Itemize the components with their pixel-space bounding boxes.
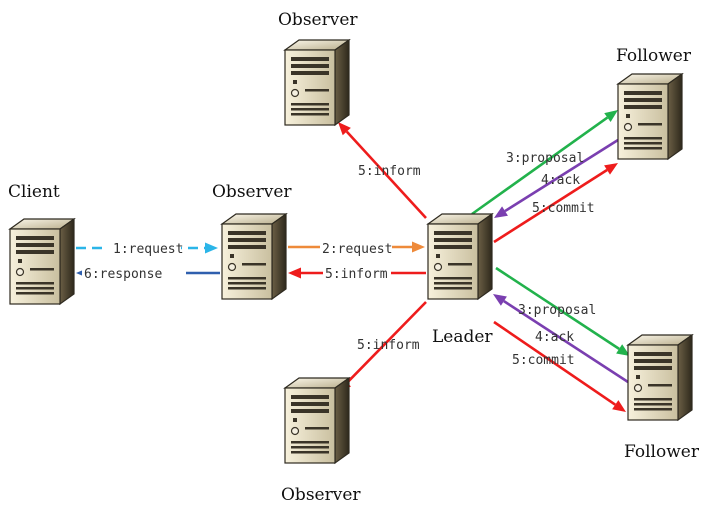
leader-server-icon [427,213,493,300]
follower-top-server-icon [617,73,683,160]
ack-bottom-arrow [493,294,629,384]
leader-label: Leader [432,327,493,347]
commit-top-arrow [493,163,618,244]
inform-bottom-label: 5:inform [357,338,420,353]
edges [76,110,630,412]
inform-top-arrow [338,122,427,219]
proposal-bottom-arrow [495,266,630,356]
observer-top-server-icon [284,39,350,126]
ack-top-label: 4:ack [541,173,580,188]
observer-middle-server-icon [221,213,287,300]
observer-top-label: Observer [278,10,358,30]
response-label: 6:response [84,267,162,282]
commit-bottom-label: 5:commit [512,353,575,368]
follower-bottom-server-icon [627,334,693,421]
request-label: 1:request [113,242,183,257]
observer-middle-label: Observer [212,182,292,202]
ack-top-arrow [494,138,619,218]
observer-bottom-server-icon [284,377,350,464]
proposal-top-arrow [471,110,618,216]
commit-bottom-arrow [493,320,626,412]
client-server-icon [9,218,75,305]
observer-bottom-label: Observer [281,485,361,505]
proposal-bottom-label: 3:proposal [518,303,596,318]
ack-bottom-label: 4:ack [535,330,574,345]
follower-top-label: Follower [616,46,692,66]
client-label: Client [8,182,60,202]
inform-middle-label: 5:inform [325,267,388,282]
edge-labels: 1:request 6:response 2:request 5:inform … [82,151,596,368]
node-labels: Observer Client Observer Leader Follower… [8,10,700,505]
forward-request-label: 2:request [322,242,392,257]
proposal-top-label: 3:proposal [506,151,584,166]
commit-top-label: 5:commit [532,201,595,216]
inform-top-label: 5:inform [358,164,421,179]
follower-bottom-label: Follower [624,442,700,462]
